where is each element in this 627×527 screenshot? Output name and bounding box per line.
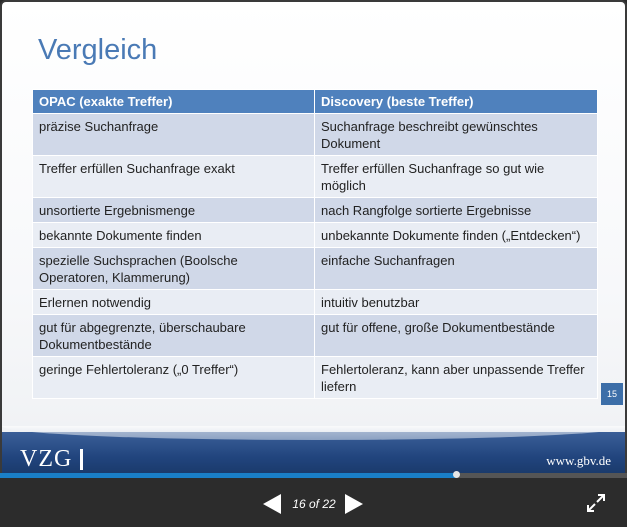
- slide-title: Vergleich: [38, 34, 158, 66]
- table-cell: spezielle Suchsprachen (Boolsche Operato…: [32, 247, 315, 290]
- table-cell: Fehlertoleranz, kann aber unpassende Tre…: [314, 356, 598, 399]
- progress-handle[interactable]: [452, 471, 460, 478]
- player-controls: 16 of 22: [0, 478, 627, 527]
- logo-bar-decoration: [80, 449, 83, 470]
- next-arrow-icon[interactable]: [345, 494, 363, 514]
- table-row: Treffer erfüllen Suchanfrage exakt Treff…: [32, 155, 598, 198]
- table-row: bekannte Dokumente finden unbekannte Dok…: [32, 222, 598, 248]
- table-cell: Suchanfrage beschreibt gewünschtes Dokum…: [314, 113, 598, 156]
- table-cell: nach Rangfolge sortierte Ergebnisse: [314, 197, 598, 223]
- table-row: präzise Suchanfrage Suchanfrage beschrei…: [32, 113, 598, 156]
- table-cell: bekannte Dokumente finden: [32, 222, 315, 248]
- table-cell: einfache Suchanfragen: [314, 247, 598, 290]
- table-cell: geringe Fehlertoleranz („0 Treffer“): [32, 356, 315, 399]
- comparison-table: OPAC (exakte Treffer) Discovery (beste T…: [32, 89, 598, 399]
- table-cell: intuitiv benutzbar: [314, 289, 598, 315]
- prev-arrow-icon[interactable]: [263, 494, 281, 514]
- table-row: spezielle Suchsprachen (Boolsche Operato…: [32, 247, 598, 290]
- page-number-badge: 15: [601, 383, 623, 405]
- slide-counter: 16 of 22: [292, 497, 336, 511]
- table-row: unsortierte Ergebnismenge nach Rangfolge…: [32, 197, 598, 223]
- progress-bar[interactable]: [0, 471, 627, 478]
- table-cell: Erlernen notwendig: [32, 289, 315, 315]
- table-row: geringe Fehlertoleranz („0 Treffer“) Feh…: [32, 356, 598, 399]
- website-label: www.gbv.de: [546, 453, 611, 468]
- slide: Vergleich OPAC (exakte Treffer) Discover…: [0, 0, 627, 477]
- vzg-logo: VZG: [20, 446, 73, 472]
- table-cell: Treffer erfüllen Suchanfrage so gut wie …: [314, 155, 598, 198]
- footer-wave-decoration: [2, 426, 625, 440]
- table-cell: unbekannte Dokumente finden („Entdecken“…: [314, 222, 598, 248]
- column-header-discovery: Discovery (beste Treffer): [314, 89, 598, 114]
- table-cell: unsortierte Ergebnismenge: [32, 197, 315, 223]
- table-header-row: OPAC (exakte Treffer) Discovery (beste T…: [32, 89, 598, 114]
- table-cell: präzise Suchanfrage: [32, 113, 315, 156]
- table-row: Erlernen notwendig intuitiv benutzbar: [32, 289, 598, 315]
- column-header-opac: OPAC (exakte Treffer): [32, 89, 315, 114]
- table-cell: gut für abgegrenzte, überschaubare Dokum…: [32, 314, 315, 357]
- table-cell: gut für offene, große Dokumentbestände: [314, 314, 598, 357]
- table-row: gut für abgegrenzte, überschaubare Dokum…: [32, 314, 598, 357]
- progress-fill: [0, 473, 456, 478]
- fullscreen-icon[interactable]: [585, 492, 607, 514]
- table-cell: Treffer erfüllen Suchanfrage exakt: [32, 155, 315, 198]
